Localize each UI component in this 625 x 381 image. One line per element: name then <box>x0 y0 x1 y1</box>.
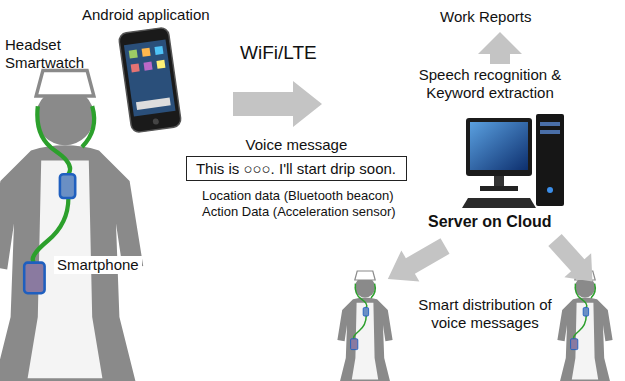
caption-label: Speech recognition & Keyword extraction <box>400 66 580 102</box>
caption-label: Work Reports <box>440 8 531 26</box>
caption-label: WiFi/LTE <box>240 42 317 64</box>
box-text: This is ○○○. I'll start drip soon. <box>186 156 407 181</box>
box-heading: Voice message <box>186 136 407 154</box>
block-arrow <box>478 32 522 64</box>
caption-label: Smartphone <box>54 256 142 274</box>
android-phone <box>118 27 181 133</box>
block-arrow <box>379 230 454 294</box>
block-arrow <box>542 228 606 294</box>
nurse-figure <box>0 71 143 381</box>
caption-label: Smart distribution of voice messages <box>410 296 560 332</box>
caption-label: Location data (Bluetooth beacon) <box>202 188 394 203</box>
caption-label: Action Data (Acceleration sensor) <box>202 204 396 219</box>
nurse-figure <box>557 271 612 381</box>
caption-label: Server on Cloud <box>428 213 552 231</box>
block-arrow <box>233 81 322 127</box>
nurse-figure <box>337 271 392 381</box>
caption-label: Headset <box>5 36 61 54</box>
server-computer <box>462 114 564 208</box>
caption-label: Android application <box>82 6 210 24</box>
message-box: Voice messageThis is ○○○. I'll start dri… <box>186 136 407 181</box>
caption-label: Smartwatch <box>5 54 84 72</box>
